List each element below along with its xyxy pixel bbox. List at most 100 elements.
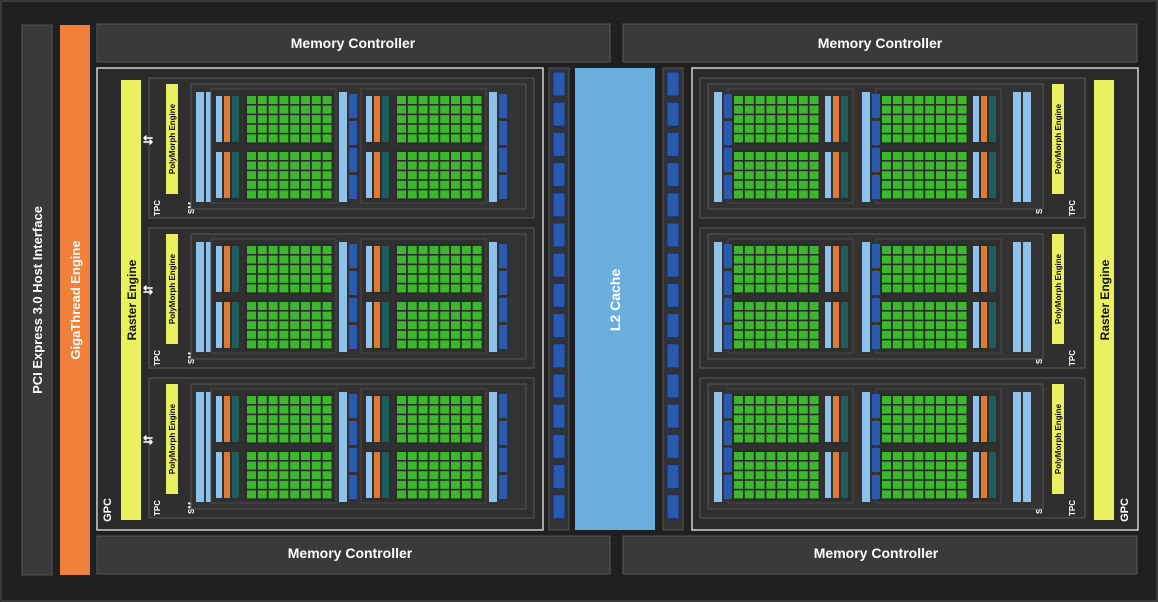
- cuda-core: [946, 480, 956, 489]
- cuda-core: [766, 105, 776, 114]
- texture-unit: [349, 121, 357, 145]
- cuda-core: [301, 405, 310, 414]
- l2-cache-block: [575, 68, 655, 530]
- load-store-unit: [366, 302, 372, 348]
- cuda-core: [734, 452, 743, 460]
- dispatch-unit: [989, 452, 996, 498]
- cuda-core: [429, 124, 439, 133]
- cuda-core: [936, 480, 945, 489]
- special-function-unit: [224, 96, 230, 142]
- cuda-core: [322, 452, 332, 460]
- cuda-core: [925, 134, 935, 143]
- cuda-core: [257, 190, 267, 199]
- cuda-core: [268, 302, 278, 310]
- cuda-core: [734, 424, 743, 433]
- cuda-core: [301, 105, 310, 114]
- cuda-core: [957, 96, 967, 104]
- cuda-core: [936, 124, 945, 133]
- cuda-core: [301, 490, 310, 499]
- cuda-core: [925, 330, 935, 339]
- cuda-core: [809, 461, 819, 470]
- cuda-core: [247, 424, 256, 433]
- cuda-core: [957, 115, 967, 124]
- cuda-core: [766, 321, 776, 330]
- cuda-core: [247, 284, 256, 293]
- cuda-core: [301, 330, 310, 339]
- cuda-core: [461, 321, 471, 330]
- cuda-core: [734, 434, 743, 443]
- cuda-core: [268, 190, 278, 199]
- cuda-core: [290, 115, 300, 124]
- cuda-core: [809, 490, 819, 499]
- cuda-core: [946, 396, 956, 404]
- cuda-core: [734, 490, 743, 499]
- cuda-core: [946, 274, 956, 283]
- cuda-core: [892, 190, 902, 199]
- cuda-core: [418, 302, 428, 310]
- cuda-core: [279, 134, 289, 143]
- cuda-core: [290, 311, 300, 320]
- cuda-core: [925, 190, 935, 199]
- cuda-core: [755, 180, 765, 189]
- l2-cell: [552, 464, 566, 490]
- special-function-unit: [224, 396, 230, 442]
- dispatch-unit: [841, 246, 848, 292]
- cuda-core: [766, 480, 776, 489]
- cuda-core: [946, 490, 956, 499]
- cuda-core: [279, 321, 289, 330]
- cuda-core: [936, 171, 945, 180]
- cuda-core: [268, 340, 278, 349]
- cuda-core: [946, 152, 956, 160]
- cuda-core: [936, 396, 945, 404]
- cuda-core: [936, 461, 945, 470]
- cuda-core: [744, 340, 754, 349]
- cuda-core: [903, 405, 913, 414]
- cuda-core: [788, 105, 797, 114]
- special-function-unit: [224, 302, 230, 348]
- cuda-core: [301, 96, 310, 104]
- cuda-core: [925, 452, 935, 460]
- cuda-core: [397, 96, 406, 104]
- cuda-core: [472, 161, 482, 170]
- cuda-core: [279, 424, 289, 433]
- texture-unit: [724, 94, 732, 118]
- load-store-unit: [216, 246, 222, 292]
- cuda-core: [925, 321, 935, 330]
- cuda-core: [755, 396, 765, 404]
- cuda-core: [766, 330, 776, 339]
- cuda-core: [914, 124, 924, 133]
- cuda-core: [461, 246, 471, 254]
- cuda-core: [936, 265, 945, 274]
- cuda-core: [936, 284, 945, 293]
- dispatch-unit: [382, 152, 389, 198]
- cuda-core: [451, 490, 460, 499]
- cuda-core: [301, 415, 310, 424]
- cuda-core: [429, 284, 439, 293]
- cuda-core: [451, 302, 460, 310]
- special-function-unit: [374, 152, 380, 198]
- cuda-core: [777, 311, 787, 320]
- cuda-core: [418, 434, 428, 443]
- cuda-core: [892, 124, 902, 133]
- memory-controller-top-right: [622, 23, 1138, 63]
- cuda-core: [247, 330, 256, 339]
- cuda-core: [734, 180, 743, 189]
- cuda-core: [322, 471, 332, 480]
- cuda-core: [903, 424, 913, 433]
- cuda-core: [247, 105, 256, 114]
- cuda-core: [472, 311, 482, 320]
- cuda-core: [311, 424, 321, 433]
- cuda-core: [440, 105, 450, 114]
- cuda-core: [461, 152, 471, 160]
- cuda-core: [268, 105, 278, 114]
- cuda-core: [257, 96, 267, 104]
- cuda-core: [311, 190, 321, 199]
- cuda-core: [451, 311, 460, 320]
- cuda-core: [777, 265, 787, 274]
- cuda-core: [407, 321, 417, 330]
- cuda-core: [429, 480, 439, 489]
- cuda-core: [903, 452, 913, 460]
- cuda-core: [311, 434, 321, 443]
- cuda-core: [279, 452, 289, 460]
- cuda-core: [440, 471, 450, 480]
